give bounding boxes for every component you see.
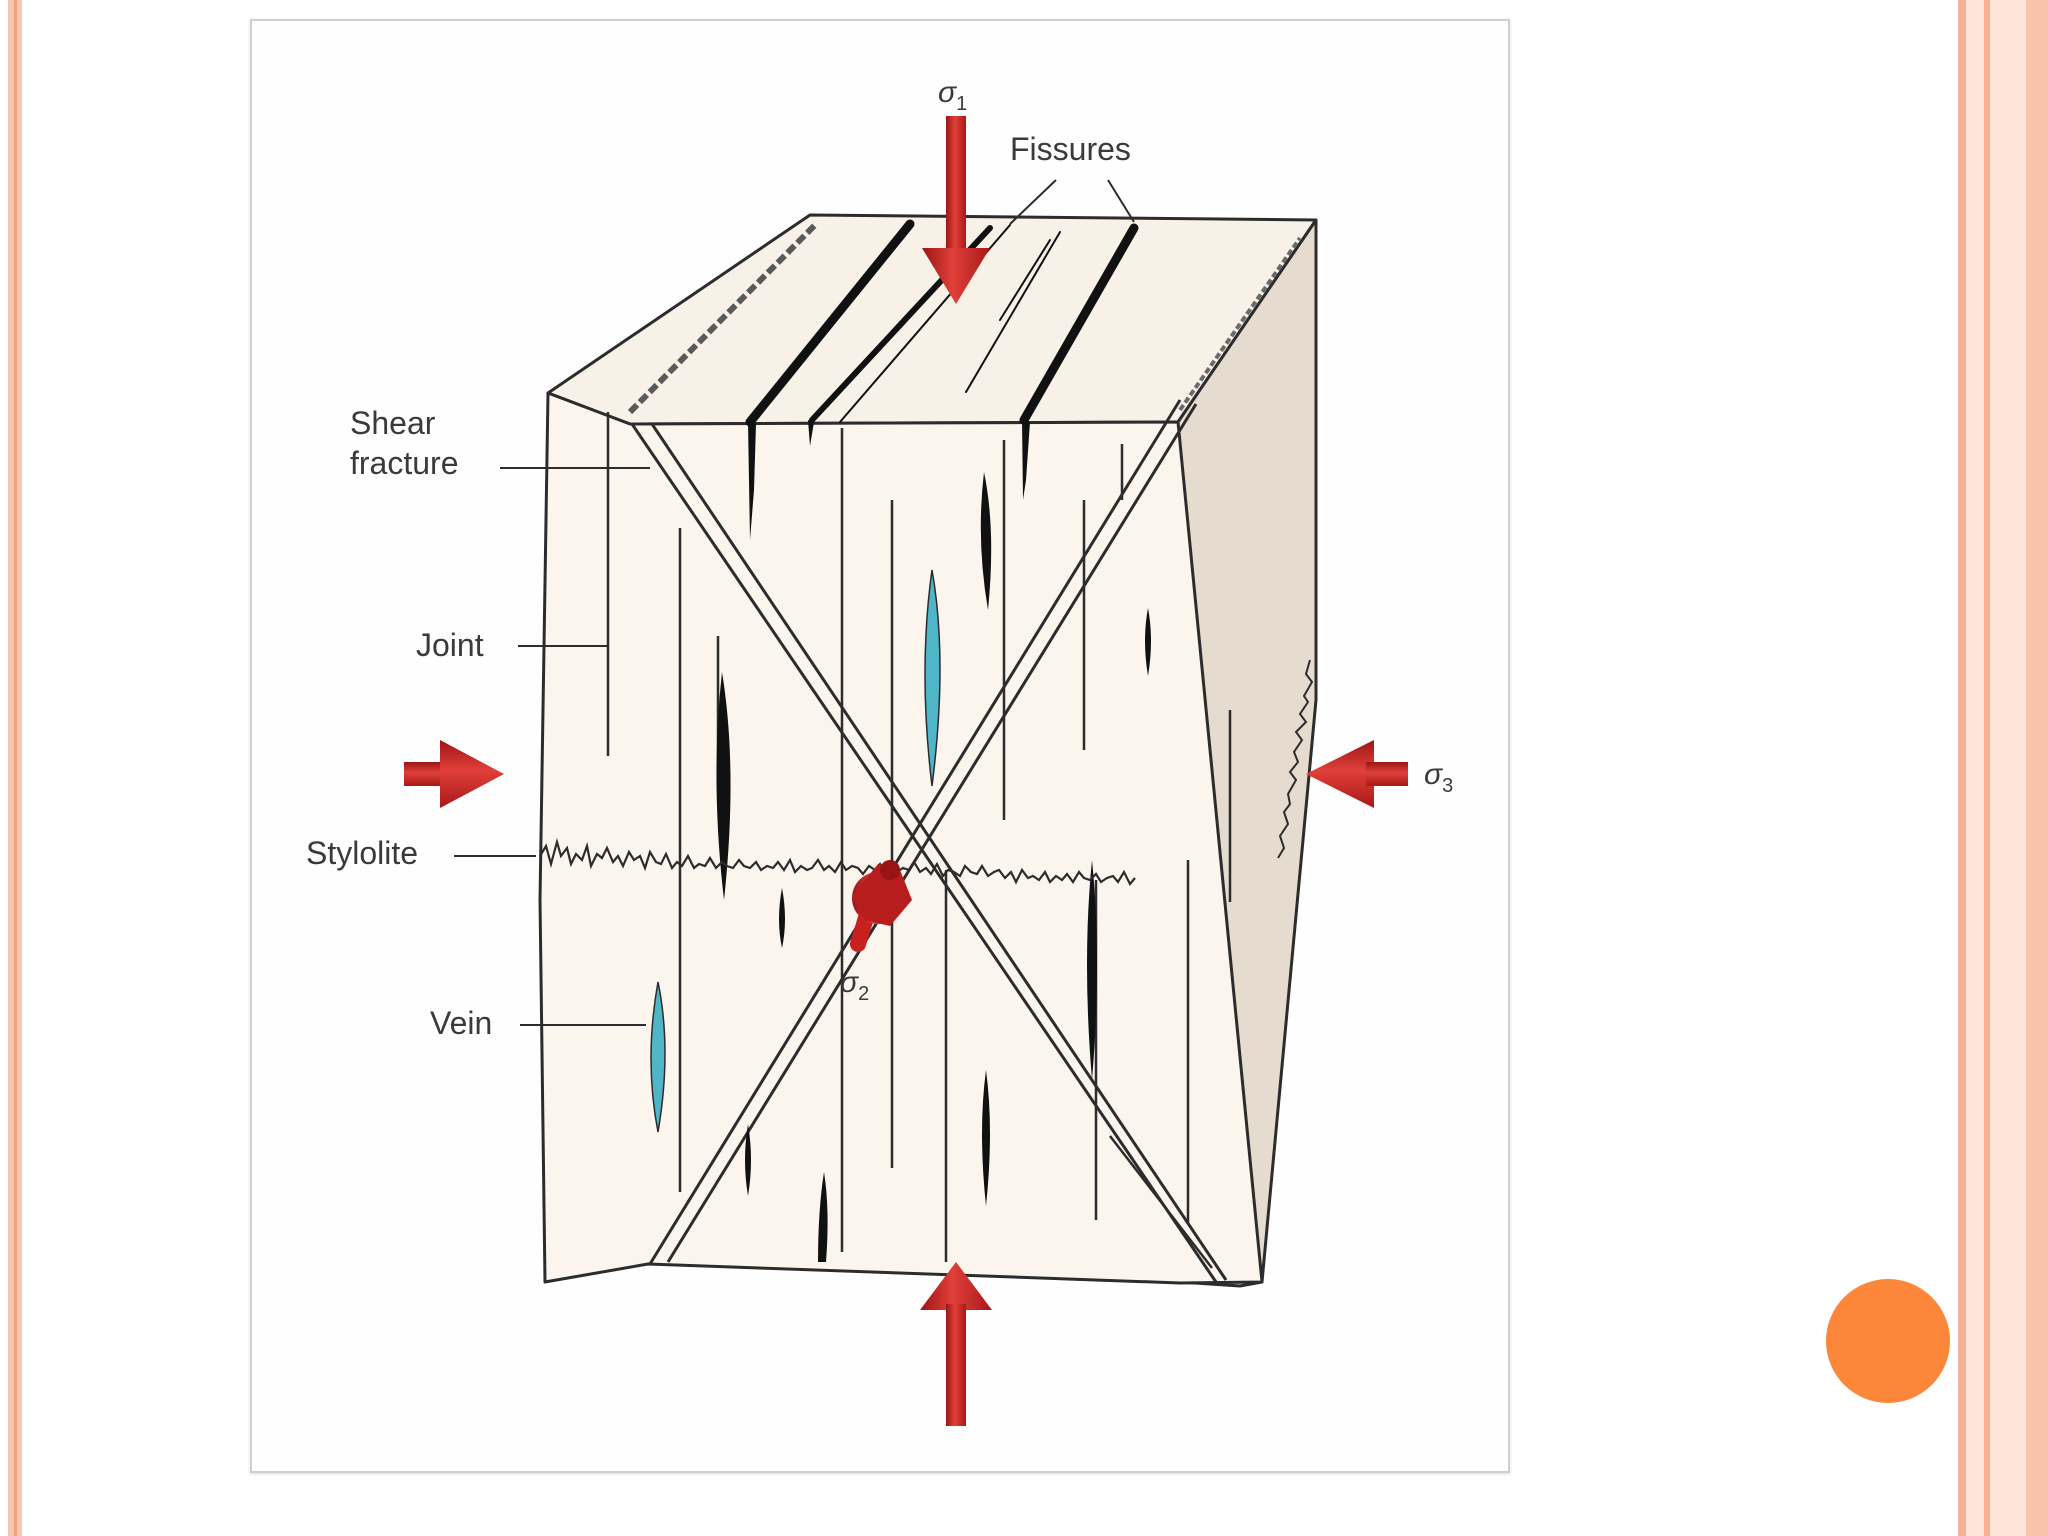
right-border-stripe-outer [1958,0,1966,1536]
orange-circle-button[interactable] [1826,1279,1950,1403]
top-shear-fracture-right [1178,236,1302,412]
right-border-stripe-band2 [1990,0,2026,1536]
stylolite-side [1277,659,1314,859]
sigma2-label: σ2 [840,966,869,1005]
sigma3-label: σ3 [1424,758,1453,797]
top-shear-fracture [627,222,818,415]
sigma1-label: σ1 [938,76,967,115]
stylolite-label: Stylolite [306,835,418,871]
shear-fractures [630,399,1228,1283]
fissures-front [748,420,1030,540]
left-border-stripe-line [14,0,17,1536]
right-border-stripe-band [1966,0,1984,1536]
sigma2-arrow [850,860,912,952]
block-front-face [538,391,1264,1285]
sigma1-arrow [922,116,990,304]
sigma1-bottom-arrow [920,1262,992,1426]
right-border-stripe-inner [1984,0,1990,1536]
right-border-stripe-edge [2026,0,2048,1536]
sigma3-right-arrow [1306,740,1408,808]
shear-fracture-label-line2: fracture [350,445,458,481]
joints [606,412,1232,1269]
sigma3-left-arrow [404,740,504,808]
veins [650,569,941,1133]
joint-label: Joint [416,627,484,663]
vein-label: Vein [430,1005,492,1041]
fissures-label: Fissures [1010,131,1131,167]
shear-fracture-label-line1: Shear [350,405,436,441]
tension-gashes [716,472,1151,1262]
leader-lines [454,179,1135,1026]
stylolite [539,837,1136,886]
